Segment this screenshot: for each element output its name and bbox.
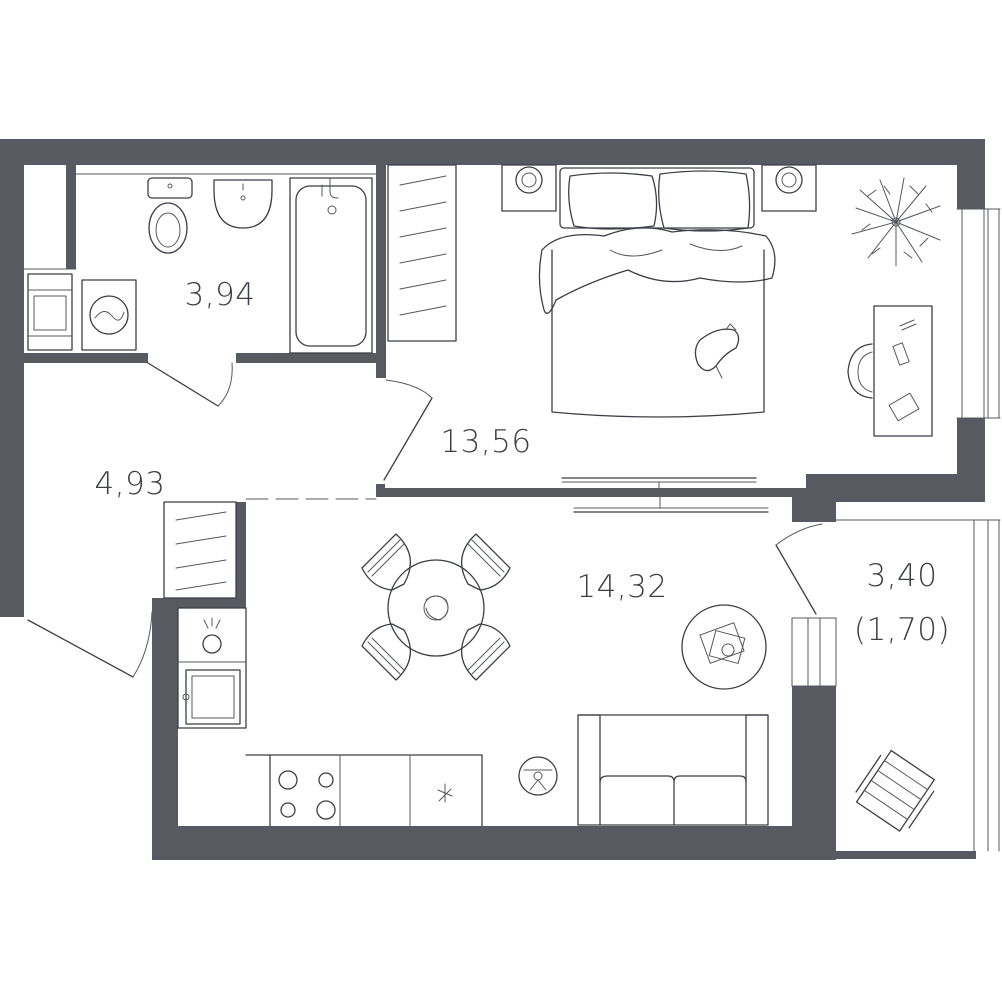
bedroom-furniture (387, 164, 941, 437)
wall-balcony-bottom (836, 851, 976, 859)
bed-headboard (559, 167, 755, 229)
sofa (577, 714, 769, 826)
wall-bath-bottom-a (24, 353, 148, 363)
wall-right-mid (957, 418, 985, 480)
living-kitchen-area-label: 14,32 (576, 569, 667, 605)
hallway-area-label: 4,93 (94, 466, 165, 502)
balcony-door-swing (775, 523, 823, 546)
bathtub (289, 177, 373, 354)
plant (851, 177, 941, 267)
balcony-reduced-area-label: (1,70) (854, 612, 950, 648)
entrance-door-swing (132, 611, 153, 678)
walls (0, 139, 985, 860)
hob-burner (280, 802, 296, 818)
hallway-wardrobe (163, 501, 237, 599)
toilet-tank (147, 177, 193, 199)
laundry-shelf (27, 273, 73, 351)
hallway-furniture (163, 501, 237, 599)
bathroom-area-label: 3,94 (184, 277, 255, 313)
toilet-bowl (148, 202, 188, 254)
entrance-door-leaf (27, 619, 134, 678)
deck-chair (855, 749, 935, 832)
dining-chair (361, 533, 412, 591)
balcony-door-leaf (775, 544, 817, 615)
kitchen-counter-bottom (245, 754, 483, 827)
room-labels: 3,94 4,93 13,56 14,32 3,40 (1,70) (94, 277, 950, 648)
nightstand-left (501, 164, 557, 212)
wall-bath-left (66, 165, 76, 269)
wall-door-post (376, 484, 385, 497)
blanket (538, 227, 776, 314)
tv-stand (561, 477, 769, 513)
wall-bath-bottom-b (236, 353, 386, 363)
wall-bath-bedroom (376, 165, 386, 378)
bed-frame (551, 249, 765, 418)
living-furniture (177, 533, 769, 827)
dining-table (387, 559, 485, 657)
wall-kitchen-left (152, 598, 178, 860)
bathroom-door-swing (217, 362, 233, 407)
desk (873, 305, 933, 437)
robot-vacuum (518, 756, 558, 796)
doors (27, 362, 823, 678)
wall-right-top (957, 139, 985, 209)
wall-bedroom-living (376, 488, 806, 497)
washing-machine (81, 279, 137, 351)
water-filter (202, 634, 222, 654)
dog (694, 328, 740, 372)
pillow-right (658, 170, 751, 232)
windows (23, 173, 1001, 852)
pillow-left (568, 172, 658, 230)
wall-bottom (152, 826, 836, 860)
coffee-table (681, 604, 767, 690)
dining-chair (361, 623, 412, 681)
kitchen-sink (185, 669, 241, 725)
bathroom-sink (213, 179, 273, 229)
bathroom-door-leaf (147, 362, 219, 407)
hob-burner (318, 772, 334, 788)
wall-wardrobe-side (236, 502, 246, 608)
balcony-area-label: 3,40 (866, 558, 937, 594)
desk-chair (847, 343, 873, 399)
dining-chair (460, 533, 511, 591)
bedroom-area-label: 13,56 (440, 424, 531, 460)
wall-kitchen-niche (152, 598, 246, 608)
bedroom-door-swing (385, 379, 433, 399)
wall-left-upper (0, 139, 24, 617)
kitchen-counter-side (177, 607, 247, 729)
balcony-furniture (855, 749, 935, 832)
bedroom-door-leaf (383, 397, 433, 481)
dining-chair (460, 623, 511, 681)
hob-burner (278, 770, 298, 790)
hob-burner (316, 800, 336, 820)
bathroom-fixtures (27, 177, 373, 354)
bedroom-wardrobe (387, 164, 457, 342)
nightstand-right (761, 164, 817, 212)
wall-top (0, 139, 985, 165)
